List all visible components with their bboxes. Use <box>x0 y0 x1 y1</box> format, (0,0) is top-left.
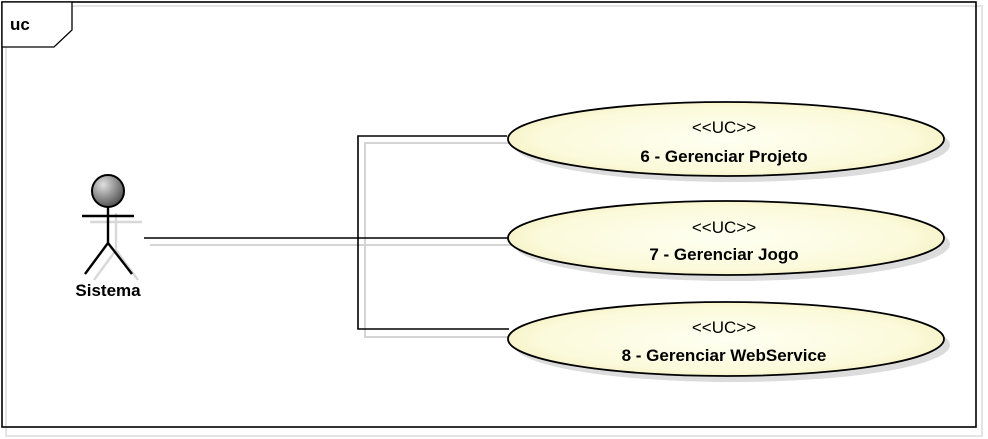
connector-shadows <box>150 142 515 338</box>
use-case-name: 7 - Gerenciar Jogo <box>649 245 798 264</box>
use-case-stereotype: <<UC>> <box>692 218 756 237</box>
use-case-stereotype: <<UC>> <box>692 318 756 337</box>
use-case-ellipse <box>507 200 945 276</box>
association-gerenciar-projeto <box>357 135 507 238</box>
use-case-ellipse <box>507 101 945 177</box>
use-case-gerenciar-jogo[interactable]: <<UC>> 7 - Gerenciar Jogo <box>507 200 950 281</box>
frame-tag-label: uc <box>10 15 30 34</box>
actor-right-leg <box>107 242 133 275</box>
actor-head-icon <box>91 174 125 208</box>
use-case-gerenciar-projeto[interactable]: <<UC>> 6 - Gerenciar Projeto <box>507 101 950 182</box>
actor-sistema[interactable]: Sistema <box>75 174 141 300</box>
diagram-frame <box>1 1 977 428</box>
actor-left-leg <box>84 242 109 275</box>
use-case-ellipse <box>507 301 945 377</box>
frame-tag <box>1 1 73 48</box>
use-case-name: 8 - Gerenciar WebService <box>622 346 827 365</box>
association-gerenciar-webservice <box>357 238 509 330</box>
frame-shadow <box>5 5 983 437</box>
associations <box>144 135 510 330</box>
actor-shadow <box>90 213 142 281</box>
actor-name: Sistema <box>75 281 141 300</box>
use-case-gerenciar-webservice[interactable]: <<UC>> 8 - Gerenciar WebService <box>507 301 950 382</box>
use-case-name: 6 - Gerenciar Projeto <box>640 147 807 166</box>
use-case-stereotype: <<UC>> <box>692 118 756 137</box>
